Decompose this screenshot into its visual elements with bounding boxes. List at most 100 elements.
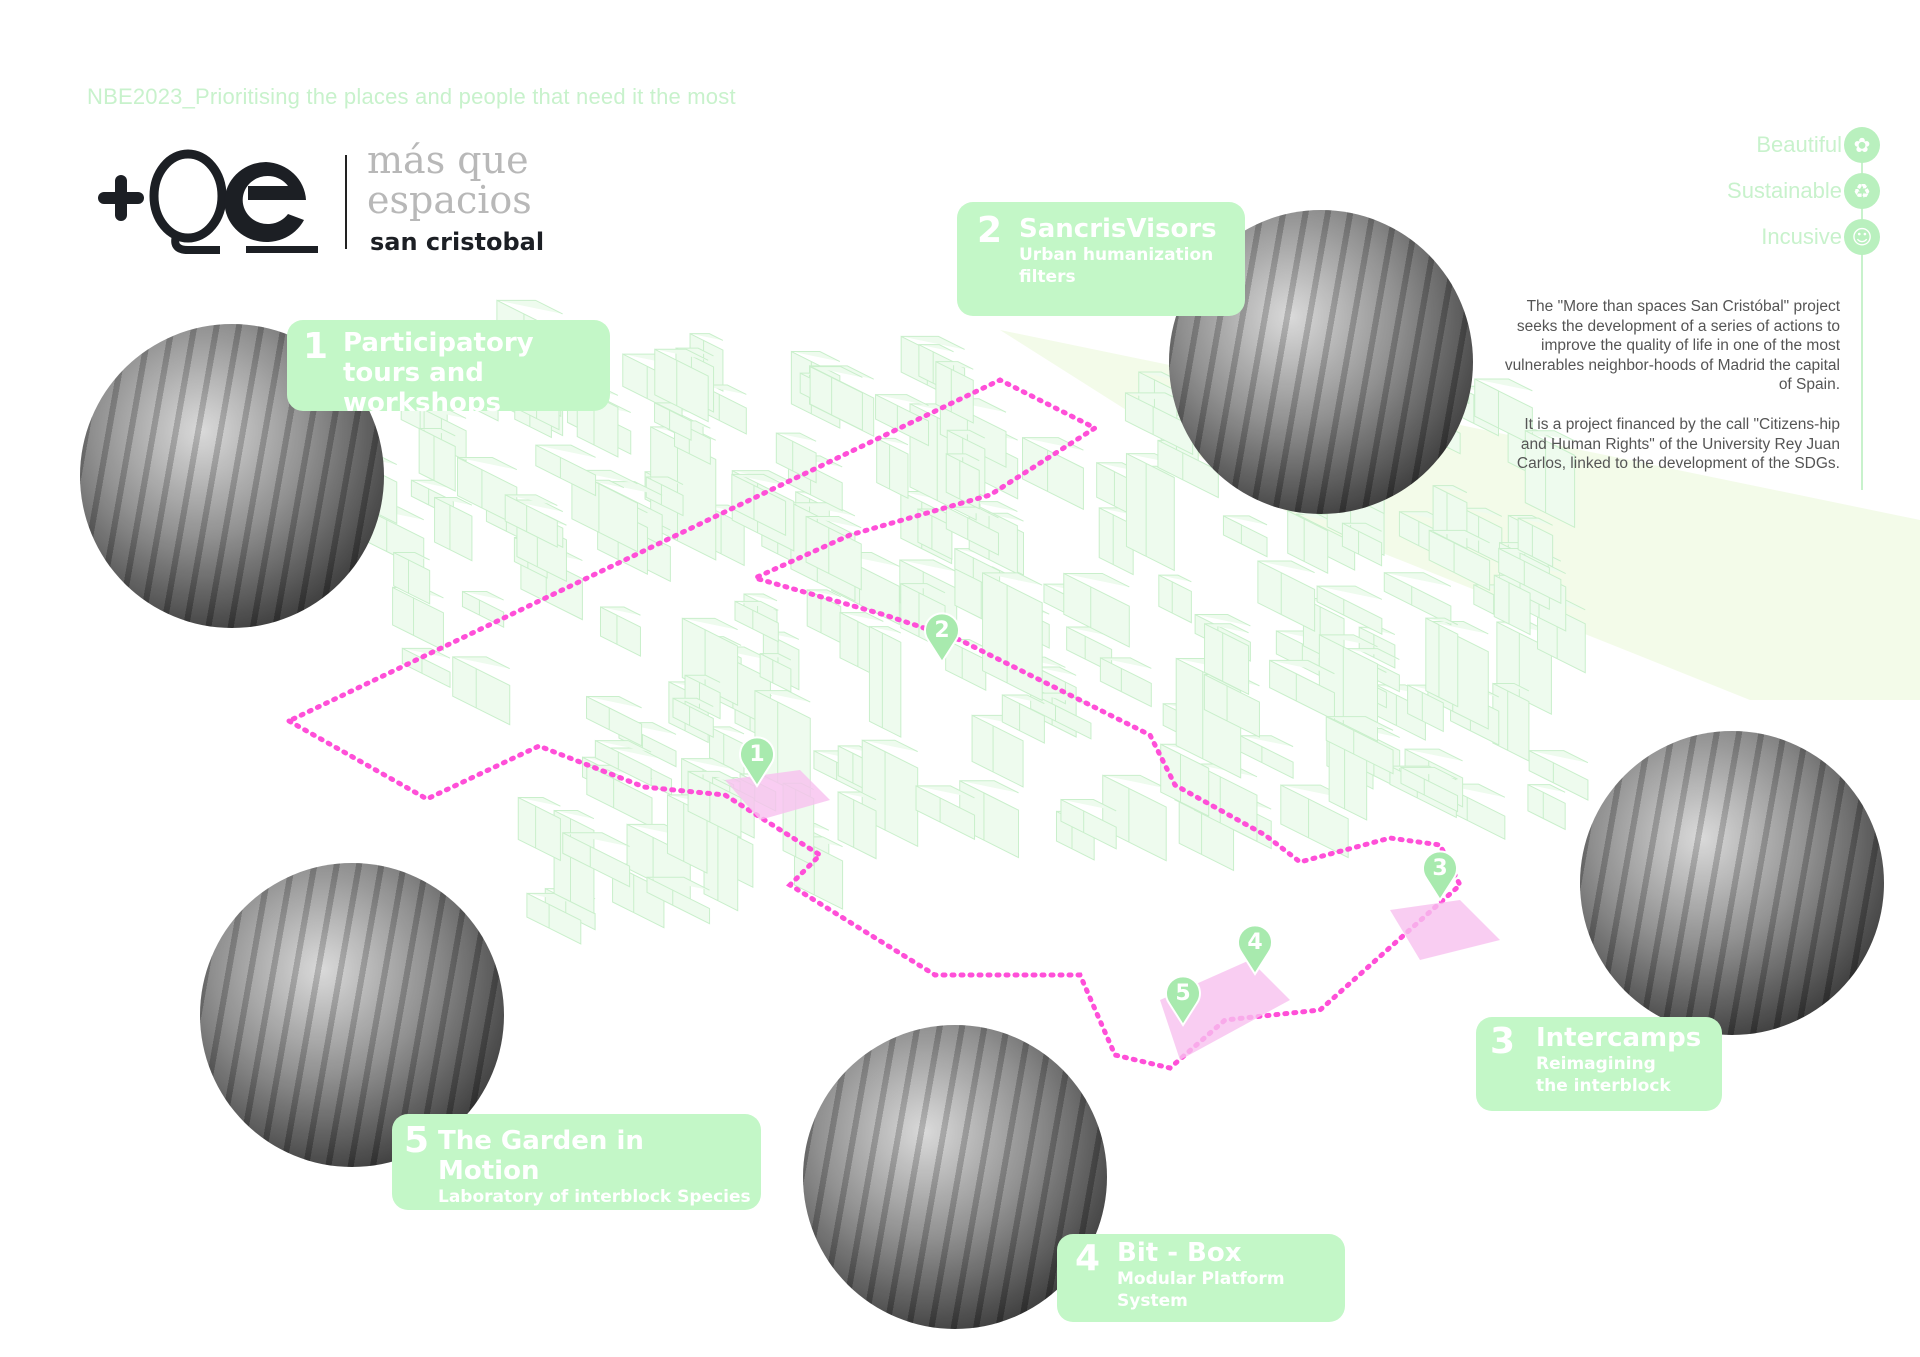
building — [959, 779, 1020, 859]
building — [1325, 715, 1394, 775]
project-number: 4 — [1075, 1238, 1101, 1279]
building — [1517, 517, 1554, 568]
logo-line3: san cristobal — [370, 228, 545, 256]
project-subtitle: Modular Platform System — [1117, 1269, 1285, 1311]
building — [1280, 784, 1349, 859]
route-path — [286, 377, 1464, 1071]
building — [434, 496, 473, 562]
building — [876, 437, 909, 500]
building — [1158, 574, 1192, 624]
building — [1063, 572, 1130, 648]
project-title: The Garden in Motion — [438, 1126, 644, 1186]
buildings — [297, 299, 1589, 945]
map-pin-number: 2 — [934, 618, 949, 643]
building — [504, 494, 558, 548]
building — [586, 695, 643, 747]
building — [1257, 560, 1316, 633]
map-pin-number: 4 — [1247, 930, 1262, 955]
building — [517, 796, 561, 862]
site-4-5 — [1160, 960, 1290, 1060]
building — [1102, 774, 1167, 862]
building — [393, 551, 431, 605]
recycle-icon: ♻ — [1844, 173, 1880, 209]
building — [1341, 522, 1383, 567]
building — [654, 348, 709, 423]
photo-intercamps — [1580, 731, 1884, 1035]
project-title: Bit - Box — [1117, 1238, 1242, 1268]
project-label-3: 3 Intercamps Reimagining the interblock — [1476, 1017, 1722, 1111]
building — [805, 515, 862, 591]
project-title: SancrisVisors — [1019, 214, 1217, 244]
project-subtitle: Urban humanization filters — [1019, 245, 1214, 287]
map-pin-3[interactable]: 3 — [1422, 850, 1458, 902]
project-subtitle: Laboratory of interblock Species — [438, 1187, 751, 1207]
building — [915, 785, 976, 841]
flower-icon: ✿ — [1844, 127, 1880, 163]
building — [982, 572, 1043, 702]
map-pin-5[interactable]: 5 — [1165, 975, 1201, 1027]
building — [1428, 529, 1491, 592]
legend-line — [1861, 160, 1863, 490]
building — [868, 625, 902, 738]
building — [1527, 783, 1566, 831]
project-title: Participatory tours and workshops — [343, 328, 534, 418]
building — [1524, 429, 1576, 529]
building — [1222, 515, 1268, 558]
building — [1099, 657, 1152, 708]
building — [1400, 766, 1459, 813]
map-pin-1[interactable]: 1 — [739, 736, 775, 788]
building — [1474, 378, 1533, 446]
value-inclusive: Incusive — [1761, 224, 1842, 249]
building — [1125, 452, 1175, 572]
site-3 — [1390, 900, 1500, 960]
building — [418, 427, 456, 492]
project-label-4: 4 Bit - Box Modular Platform System — [1057, 1234, 1345, 1322]
project-label-1: 1 Participatory tours and workshops — [287, 320, 610, 418]
map-pin-4[interactable]: 4 — [1237, 924, 1273, 976]
building — [731, 473, 787, 537]
building — [875, 393, 930, 447]
building — [1316, 585, 1383, 635]
building — [646, 876, 711, 925]
value-sustainable: Sustainable — [1727, 178, 1842, 203]
building — [672, 697, 714, 739]
map-pin-2[interactable]: 2 — [924, 612, 960, 664]
project-label-5: 5 The Garden in Motion Laboratory of int… — [392, 1114, 761, 1210]
building — [1001, 694, 1045, 744]
logo-text: más que espacios — [367, 140, 532, 220]
building — [1425, 617, 1459, 708]
site-1 — [725, 770, 830, 820]
value-beautiful: Beautiful — [1756, 132, 1842, 157]
logo-line1: más que — [367, 138, 529, 182]
building — [837, 791, 877, 860]
project-number: 5 — [404, 1120, 430, 1161]
tagline: NBE2023_Prioritising the places and peop… — [87, 84, 736, 109]
logo-divider — [345, 155, 347, 249]
building — [401, 647, 451, 689]
building — [1269, 659, 1335, 721]
map-pin-number: 3 — [1432, 856, 1447, 881]
map-pin-number: 5 — [1175, 981, 1190, 1006]
building — [809, 365, 863, 432]
description-paragraph-2: It is a project financed by the call "Ci… — [1516, 416, 1840, 472]
project-title: Intercamps — [1536, 1023, 1702, 1053]
logo-mark — [98, 149, 318, 254]
building — [1204, 622, 1250, 696]
building — [594, 739, 652, 787]
project-number: 2 — [977, 210, 1003, 251]
photo-bitbox — [803, 1025, 1107, 1329]
people-icon: ☺ — [1844, 219, 1880, 255]
building — [734, 600, 779, 643]
building — [759, 652, 792, 693]
building — [1022, 436, 1084, 511]
building — [684, 674, 721, 720]
project-subtitle: Reimagining the interblock — [1536, 1054, 1671, 1096]
description-paragraph-1: The "More than spaces San Cristóbal" pro… — [1504, 298, 1840, 393]
building — [945, 453, 980, 510]
map-pin-number: 1 — [749, 742, 764, 767]
building — [452, 656, 511, 726]
project-number: 1 — [303, 326, 329, 367]
building — [535, 444, 597, 497]
building — [775, 432, 817, 484]
